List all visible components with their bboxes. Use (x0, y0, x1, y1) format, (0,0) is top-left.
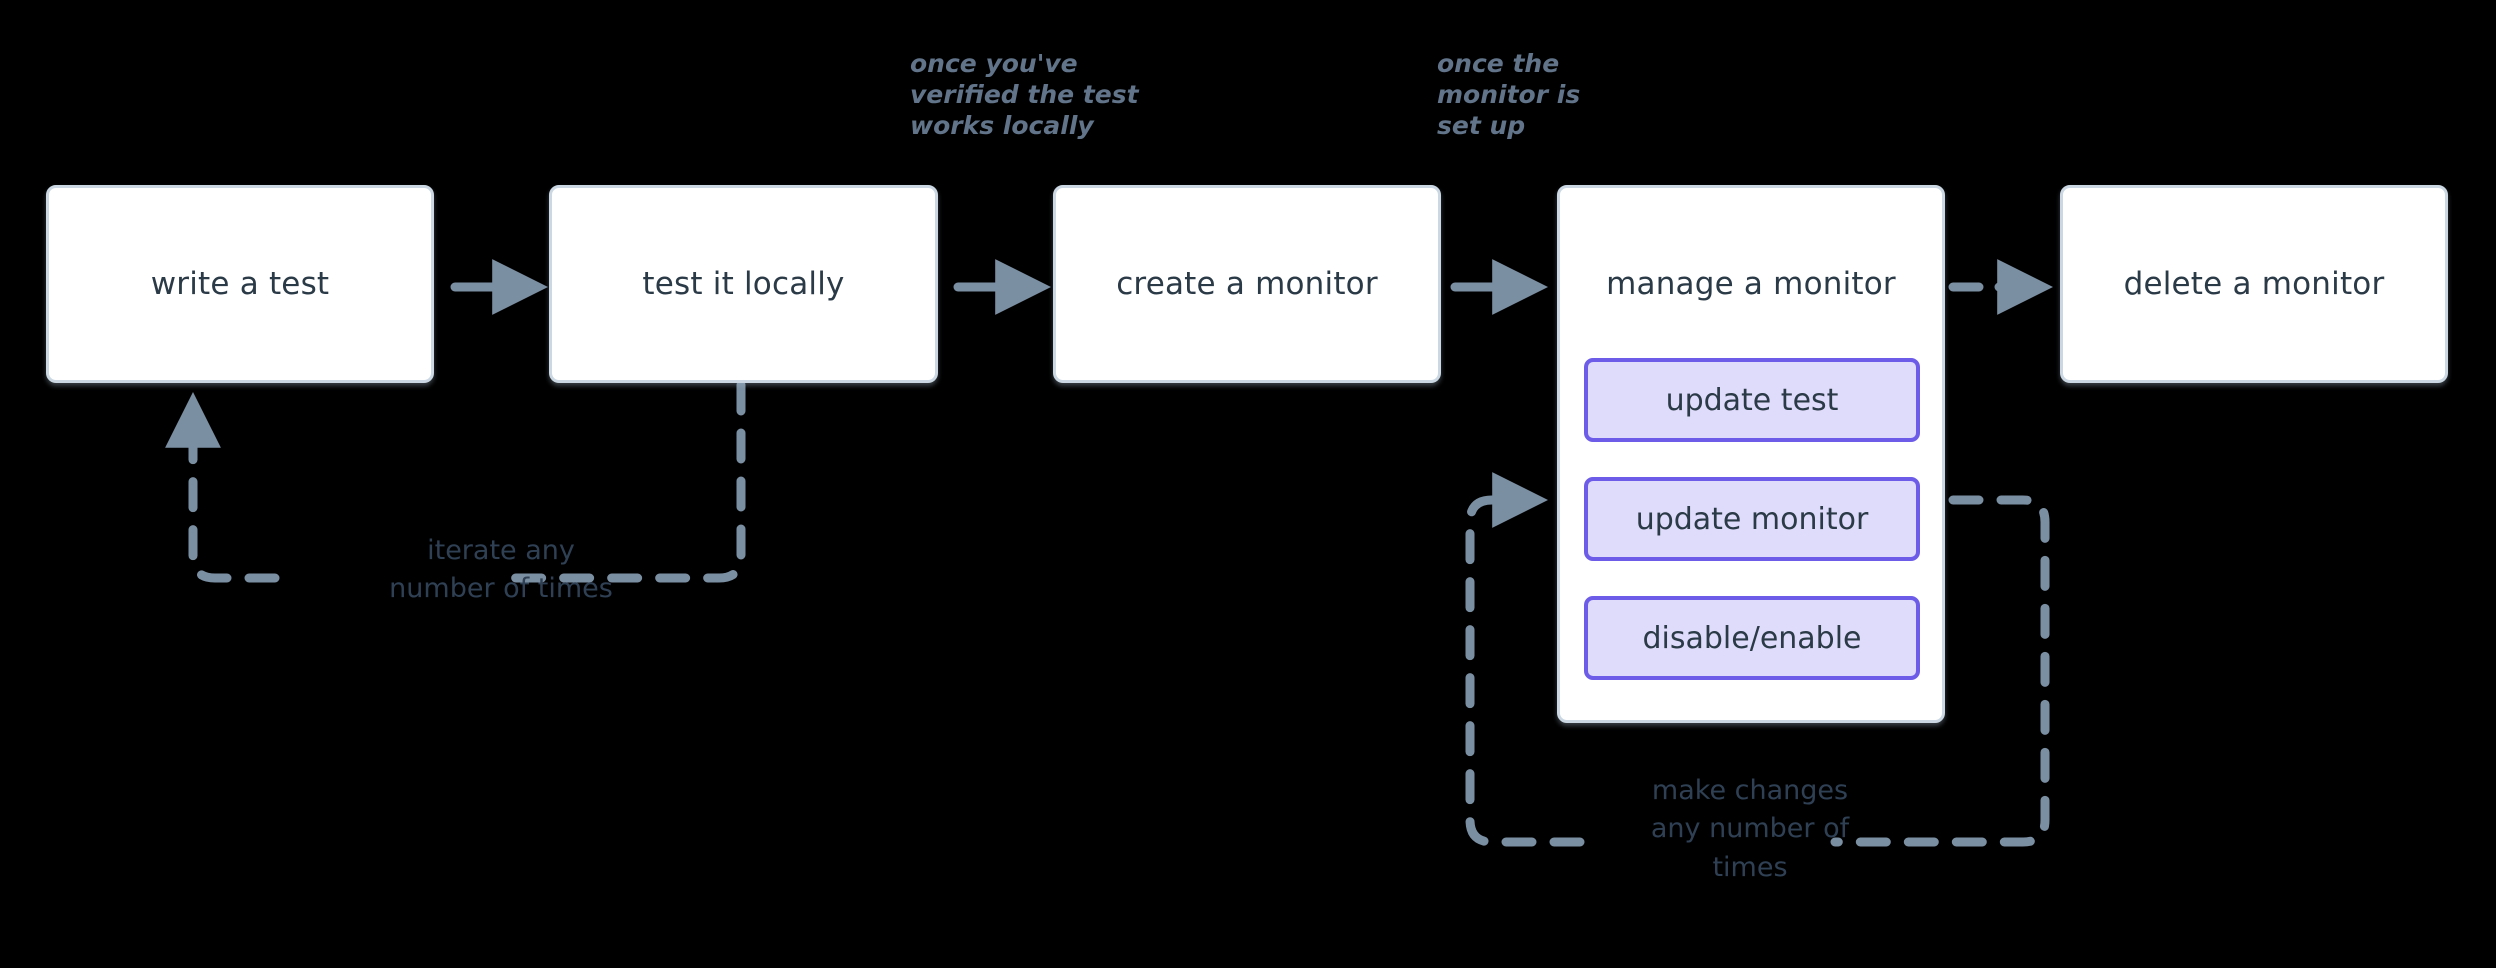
subnode-update-monitor[interactable]: update monitor (1584, 477, 1920, 561)
node-write-a-test[interactable]: write a test (46, 185, 434, 383)
subnode-update-test[interactable]: update test (1584, 358, 1920, 442)
node-create-a-monitor[interactable]: create a monitor (1053, 185, 1441, 383)
edge-label-iterate: iterate any number of times (389, 535, 613, 605)
subnode-update-test-label: update test (1665, 382, 1839, 418)
subnode-update-monitor-label: update monitor (1635, 501, 1869, 537)
edge-label-make-changes: make changes any number of times (1650, 775, 1850, 883)
node-test-it-locally-label: test it locally (642, 266, 845, 302)
node-test-it-locally[interactable]: test it locally (549, 185, 938, 383)
node-write-a-test-label: write a test (150, 266, 330, 302)
node-create-a-monitor-label: create a monitor (1116, 266, 1378, 302)
subnode-disable-enable-label: disable/enable (1642, 620, 1862, 656)
node-delete-a-monitor[interactable]: delete a monitor (2060, 185, 2448, 383)
subnode-disable-enable[interactable]: disable/enable (1584, 596, 1920, 680)
node-manage-a-monitor[interactable]: manage a monitor update test update moni… (1557, 185, 1945, 723)
node-manage-a-monitor-label: manage a monitor (1606, 266, 1896, 302)
note-once-monitor-set-up: once the monitor is set up (1437, 49, 1581, 140)
node-delete-a-monitor-label: delete a monitor (2123, 266, 2385, 302)
note-once-verified: once you've verified the test works loca… (910, 49, 1139, 140)
